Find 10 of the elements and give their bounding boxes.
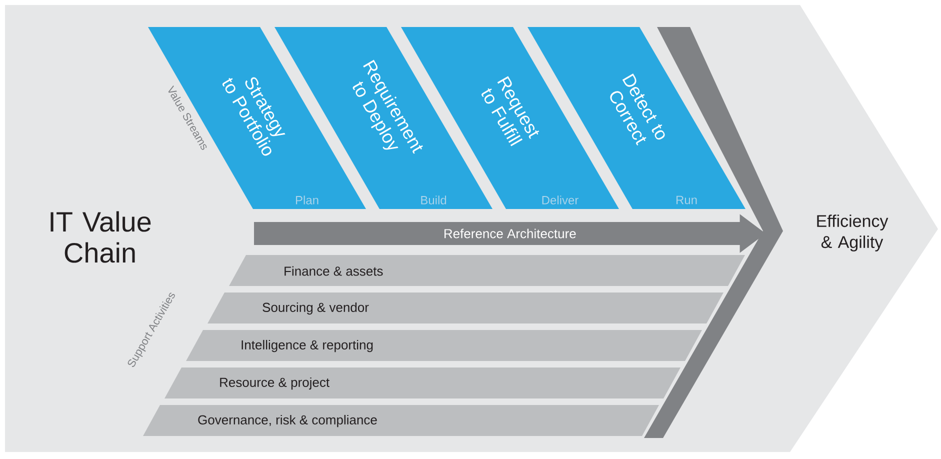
support-activity-band: Finance & assets	[229, 255, 745, 286]
node-label: Build	[421, 196, 446, 204]
node-label: Deliver	[542, 196, 578, 204]
node-label: Run	[676, 196, 697, 204]
support-activity-band: Governance, risk & compliance	[143, 405, 659, 436]
node-label: Plan	[296, 196, 318, 204]
edge-label: Reference Architecture	[444, 228, 576, 238]
support-activity-band: Sourcing & vendor	[208, 292, 724, 324]
support-activity-band: Resource & project	[164, 368, 680, 398]
support-activity-band: Intelligence & reporting	[186, 330, 702, 361]
